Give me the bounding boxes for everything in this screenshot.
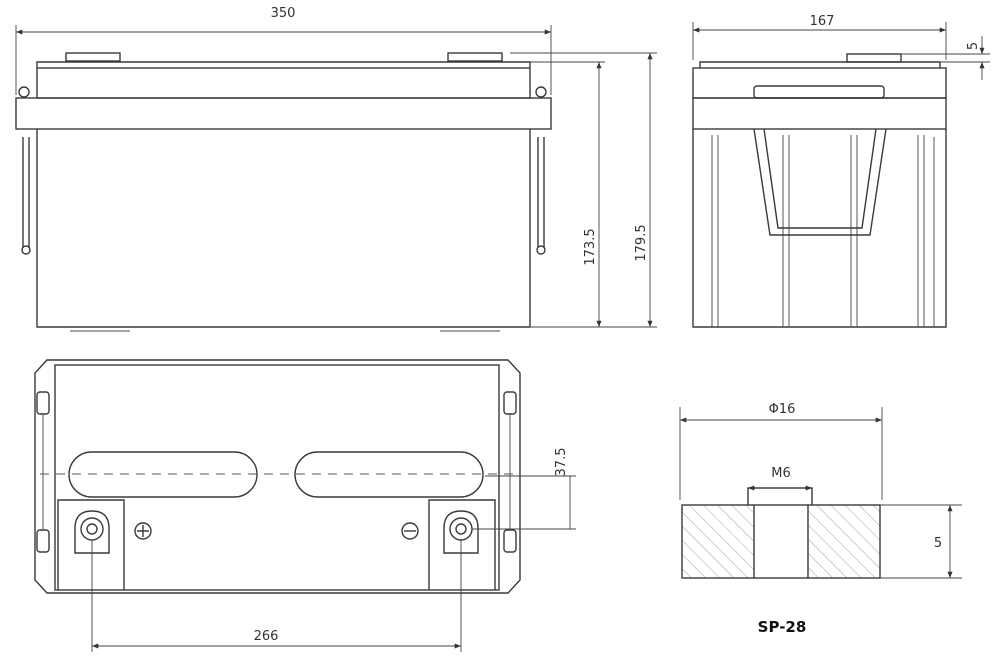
dim-terminal-diameter: Φ16 (769, 402, 796, 417)
dim-height-case: 173.5 (583, 228, 598, 265)
dim-terminal-spacing: 266 (254, 629, 279, 644)
dim-terminal-height-top: 5 (966, 42, 981, 50)
dim-vent-offset: 37.5 (554, 448, 569, 477)
dim-height-total: 179.5 (634, 224, 649, 261)
dim-front-width: 350 (271, 6, 296, 21)
side-view (692, 22, 990, 328)
terminal-detail (679, 407, 962, 579)
terminal-model-label: SP-28 (758, 618, 807, 636)
dim-thread: M6 (771, 466, 791, 481)
dim-side-width: 167 (810, 14, 835, 29)
dim-terminal-height: 5 (934, 536, 942, 551)
top-view (34, 359, 576, 652)
front-view (15, 25, 657, 332)
